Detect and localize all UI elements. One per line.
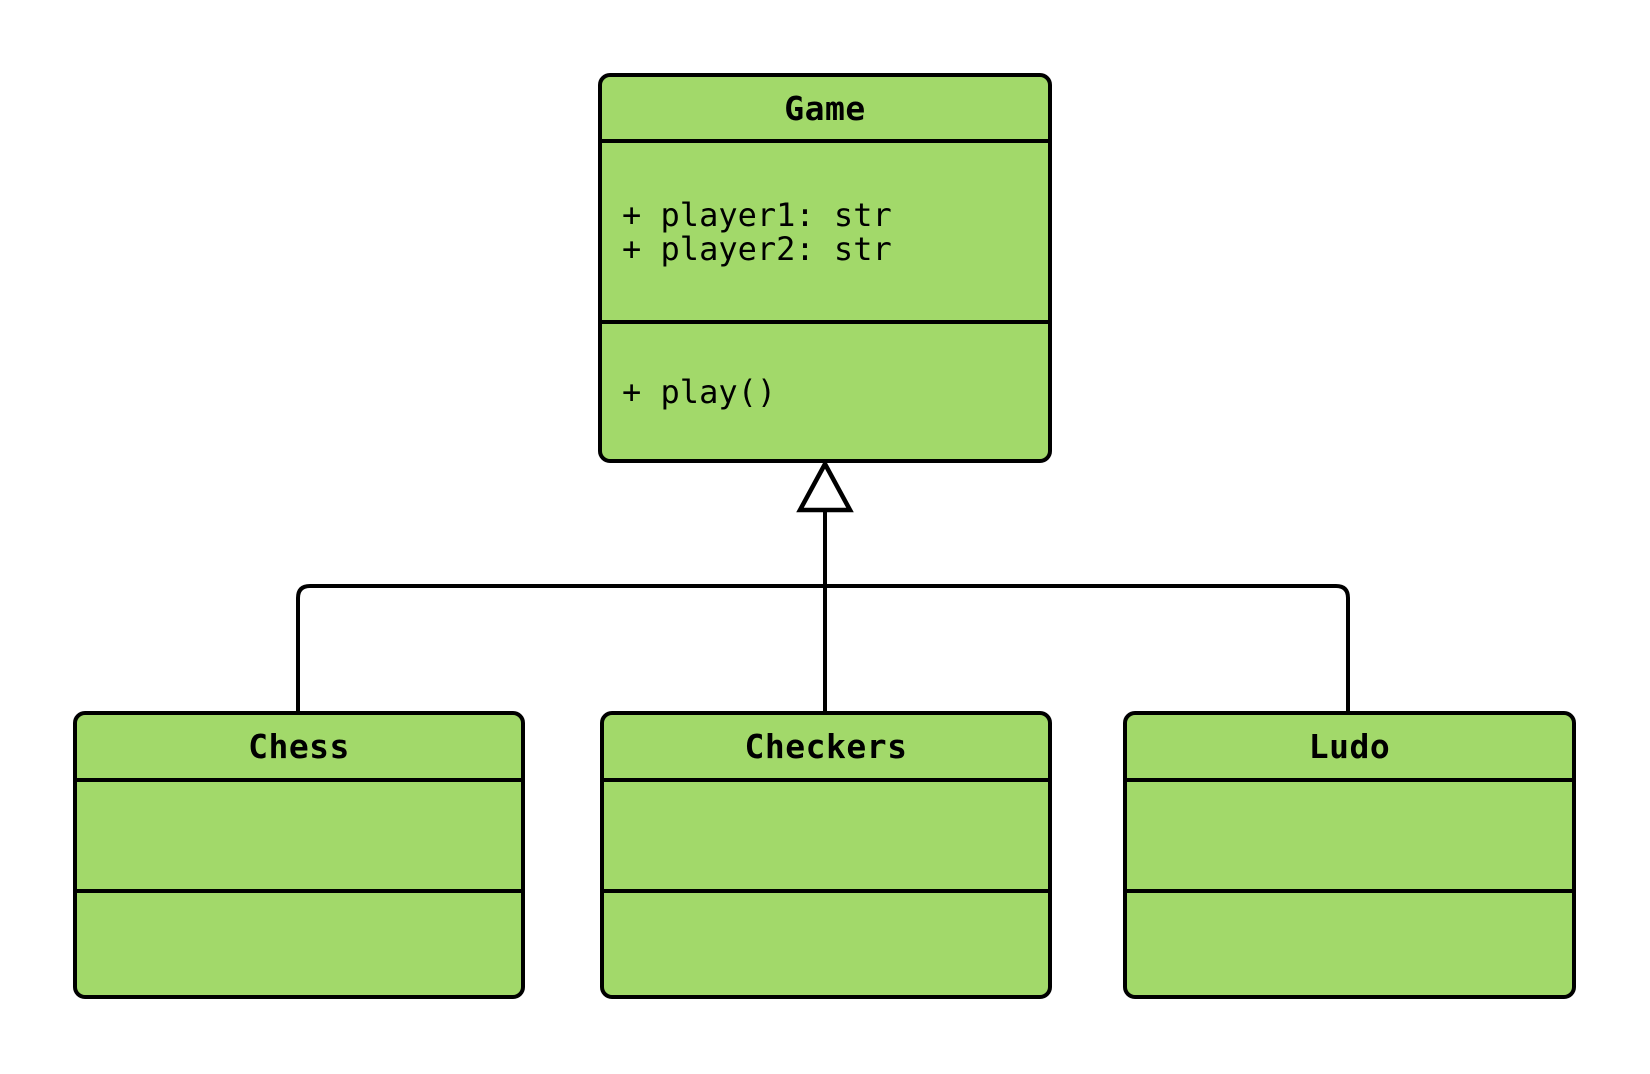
- class-node-ludo[interactable]: Ludo: [1123, 711, 1576, 999]
- class-name: Chess: [248, 727, 350, 766]
- methods-section: [1127, 889, 1572, 995]
- methods-section: [604, 889, 1048, 995]
- class-node-game[interactable]: Game + player1: str + player2: str + pla…: [598, 73, 1052, 463]
- attributes-section: [604, 778, 1048, 889]
- inheritance-arrowhead-icon: [796, 459, 854, 513]
- attributes-section: + player1: str + player2: str: [602, 139, 1048, 320]
- class-name: Ludo: [1308, 727, 1391, 766]
- methods-section: + play(): [602, 320, 1048, 459]
- attribute-row: + player1: str: [622, 195, 892, 234]
- methods-section: [77, 889, 521, 995]
- method-row: + play(): [622, 372, 777, 411]
- class-name: Checkers: [744, 727, 908, 766]
- attributes-section: [77, 778, 521, 889]
- inheritance-edge-chess-ludo[interactable]: [296, 584, 1350, 712]
- attributes-section: [1127, 778, 1572, 889]
- class-node-chess[interactable]: Chess: [73, 711, 525, 999]
- attribute-row: + player2: str: [622, 229, 892, 268]
- class-name: Game: [784, 88, 866, 128]
- class-node-checkers[interactable]: Checkers: [600, 711, 1052, 999]
